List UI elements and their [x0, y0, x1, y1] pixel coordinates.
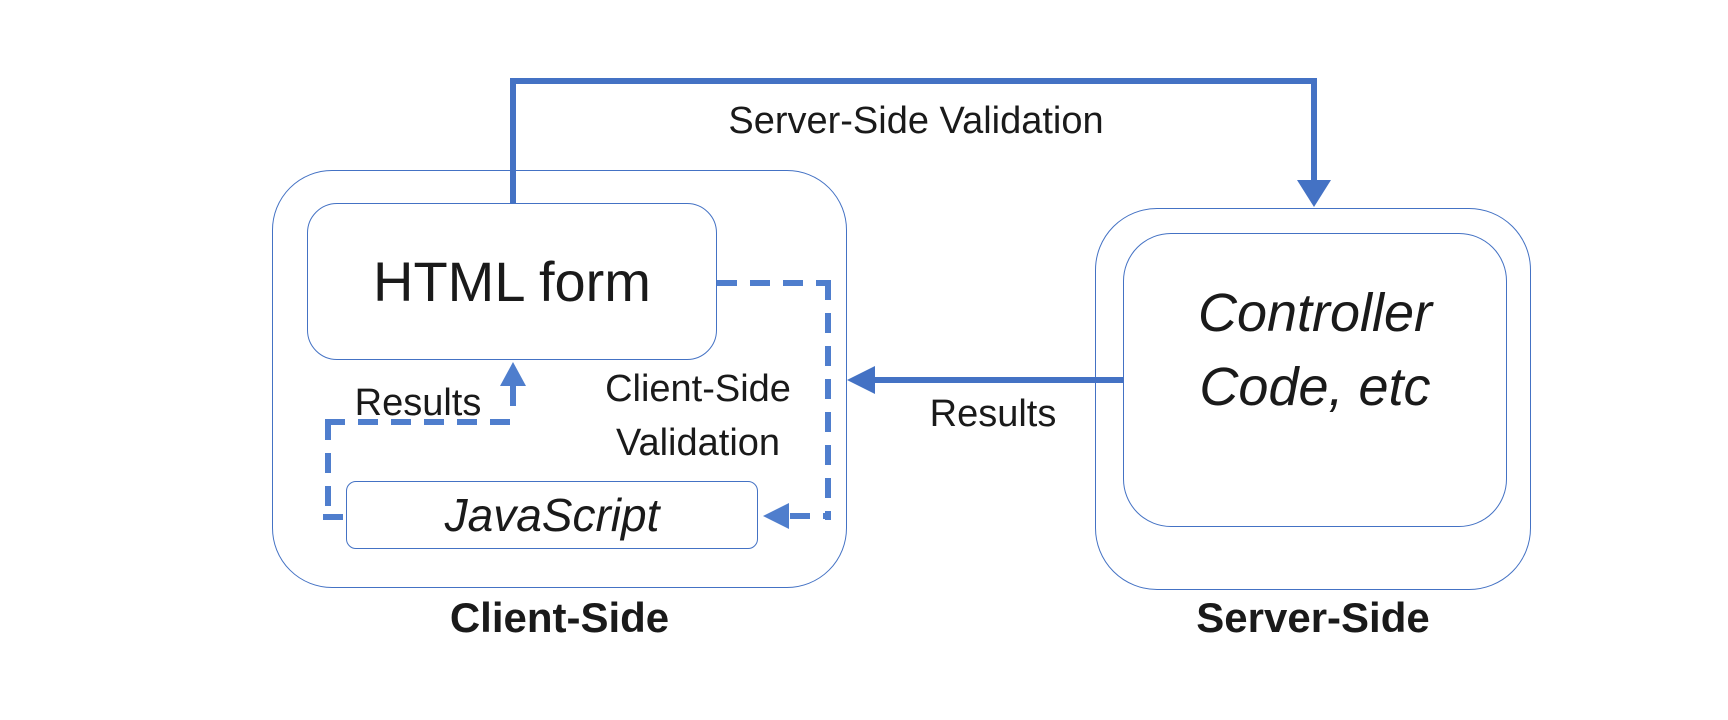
- client-validation-dashed-segment-down: [825, 280, 831, 520]
- javascript-box: JavaScript: [346, 481, 758, 549]
- results-dashed-segment-from-js: [323, 514, 347, 520]
- server-side-caption: Server-Side: [1196, 594, 1430, 641]
- dashed-arrowhead-left-icon: [763, 503, 789, 529]
- arrowhead-left-icon: [847, 366, 875, 394]
- controller-code-line1: Controller: [1197, 283, 1433, 343]
- results-dashed-segment-into-form: [510, 386, 516, 419]
- client-side-validation-label-line2: Validation: [615, 422, 781, 464]
- client-side-caption: Client-Side: [449, 594, 670, 641]
- client-validation-dashed-segment-right: [717, 280, 829, 286]
- arrowhead-down-icon: [1297, 180, 1331, 207]
- dashed-arrowhead-up-icon: [500, 362, 526, 386]
- client-validation-dashed-segment-left: [790, 513, 831, 519]
- client-side-validation-label-line1: Client-Side: [605, 368, 791, 410]
- server-side-validation-arrow-segment-across: [510, 78, 1317, 84]
- results-return-arrow-segment: [874, 377, 1123, 383]
- controller-code-line2: Code, etc: [1199, 357, 1431, 417]
- html-form-box: HTML form: [307, 203, 717, 360]
- controller-code-label: Controller Code, etc: [1198, 276, 1432, 424]
- client-side-validation-label: Client-Side Validation: [565, 362, 831, 470]
- server-side-validation-label: Server-Side Validation: [728, 100, 1104, 142]
- results-return-label: Results: [929, 393, 1057, 435]
- results-dashed-segment-up: [325, 420, 331, 520]
- results-dashed-label: Results: [354, 382, 482, 424]
- server-side-validation-arrow-segment-down: [1311, 78, 1317, 182]
- server-side-validation-arrow-segment-up: [510, 80, 516, 204]
- html-form-label: HTML form: [373, 250, 651, 313]
- controller-code-box: Controller Code, etc: [1123, 233, 1507, 527]
- javascript-label: JavaScript: [444, 489, 660, 541]
- results-dashed-segment-across: [325, 419, 513, 425]
